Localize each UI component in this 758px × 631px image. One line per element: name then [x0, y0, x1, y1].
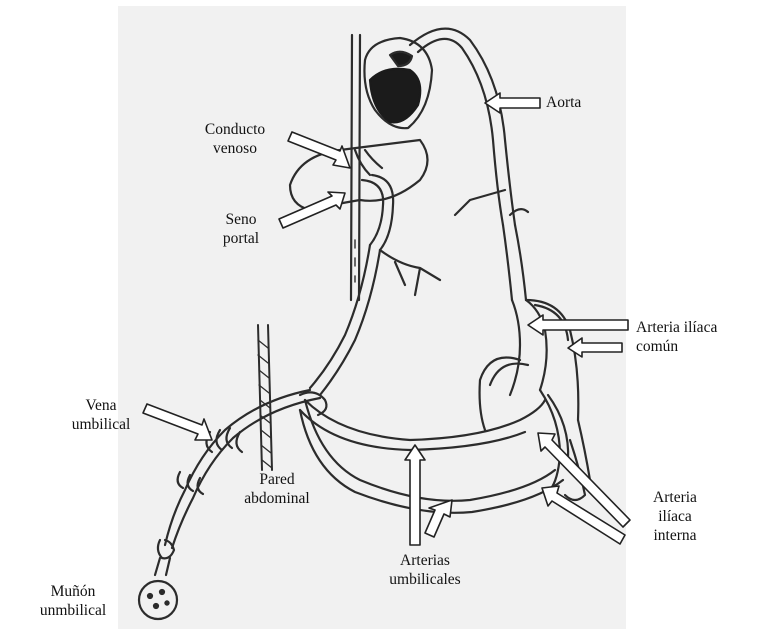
label-pared-line2: abdominal [232, 489, 322, 508]
label-conducto-line1: Conducto [180, 120, 290, 139]
label-arteria-iliaca-comun: Arteria ilíaca común [636, 318, 717, 356]
label-iliaca-comun-line2: común [636, 337, 717, 356]
label-munon-line1: Muñón [28, 582, 118, 601]
label-interna-line1: Arteria [640, 488, 710, 507]
label-arteria-iliaca-interna: Arteria ilíaca interna [640, 488, 710, 545]
label-arterias-line2: umbilicales [370, 570, 480, 589]
label-conducto-line2: venoso [180, 139, 290, 158]
label-arterias-umbilicales: Arterias umbilicales [370, 551, 480, 589]
label-conducto-venoso: Conducto venoso [180, 120, 290, 158]
label-munon-umbilical: Muñón unmbilical [28, 582, 118, 620]
label-interna-line2: ilíaca [640, 507, 710, 526]
label-vena-line2: umbilical [56, 415, 146, 434]
label-pared-line1: Pared [232, 470, 322, 489]
label-interna-line3: interna [640, 526, 710, 545]
label-munon-line2: unmbilical [28, 601, 118, 620]
label-vena-umbilical: Vena umbilical [56, 396, 146, 434]
label-vena-line1: Vena [56, 396, 146, 415]
label-seno-portal: Seno portal [206, 210, 276, 248]
label-iliaca-comun-line1: Arteria ilíaca [636, 318, 717, 337]
label-seno-line1: Seno [206, 210, 276, 229]
label-seno-line2: portal [206, 229, 276, 248]
label-aorta: Aorta [546, 93, 581, 112]
label-pared-abdominal: Pared abdominal [232, 470, 322, 508]
label-arterias-line1: Arterias [370, 551, 480, 570]
